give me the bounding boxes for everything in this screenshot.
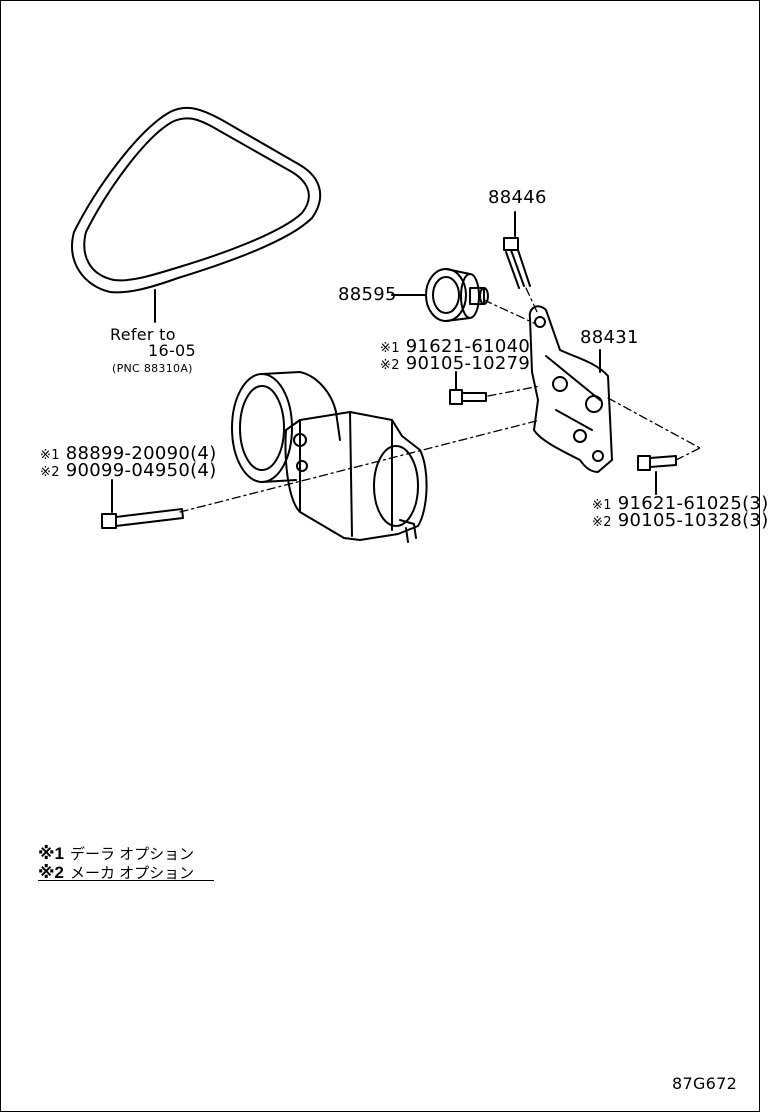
mark-2: ※2 <box>40 465 60 480</box>
belt-reference-line2: 16-05 <box>148 341 196 360</box>
belt-reference-line1: Refer to <box>110 325 176 344</box>
mark-2: ※2 <box>592 515 612 530</box>
part-number-top-bolt: 88446 <box>488 187 547 208</box>
bracket-bolt-option1: ※1 91621-61025(3) <box>592 494 769 516</box>
idler-bolt <box>449 371 487 405</box>
mark-1: ※1 <box>380 341 400 356</box>
legend-text-1: デーラ オプション <box>69 846 195 863</box>
part-number-bracket: 88431 <box>580 327 639 348</box>
mark-1: ※1 <box>40 448 60 463</box>
legend-underline <box>38 880 214 881</box>
compressor-bolt <box>101 479 184 529</box>
legend-item-2: ※2 メーカ オプション <box>38 862 194 883</box>
v-belt <box>71 106 321 323</box>
figure-code: 87G672 <box>672 1074 738 1093</box>
legend-symbol-2: ※2 <box>38 863 64 882</box>
mark-2: ※2 <box>380 358 400 373</box>
bracket-bolt-number1: 91621-61025(3) <box>617 493 769 514</box>
belt-reference-line3: (PNC 88310A) <box>112 362 193 375</box>
legend-item-1: ※1 デーラ オプション <box>38 843 194 864</box>
idler-pulley <box>391 268 489 322</box>
idler-bolt-option1: ※1 91621-61040 <box>380 337 530 359</box>
legend-text-2: メーカ オプション <box>69 865 195 882</box>
legend-symbol-1: ※1 <box>38 844 64 863</box>
bracket <box>528 305 613 473</box>
compressor-bolt-number1: 88899-20090(4) <box>65 443 217 464</box>
mark-1: ※1 <box>592 498 612 513</box>
bracket-bolt-option2: ※2 90105-10328(3) <box>592 511 769 533</box>
part-number-pulley: 88595 <box>338 284 397 305</box>
idler-bolt-number1: 91621-61040 <box>405 336 531 357</box>
top-bolt <box>503 211 531 289</box>
idler-bolt-option2: ※2 90105-10279 <box>380 354 530 376</box>
bracket-bolt <box>637 455 677 495</box>
compressor-bolt-option2: ※2 90099-04950(4) <box>40 461 217 483</box>
compressor-bolt-number2: 90099-04950(4) <box>65 460 217 481</box>
assembly-lines <box>179 287 701 513</box>
compressor-bolt-option1: ※1 88899-20090(4) <box>40 444 217 466</box>
idler-bolt-number2: 90105-10279 <box>405 353 531 374</box>
bracket-bolt-number2: 90105-10328(3) <box>617 510 769 531</box>
